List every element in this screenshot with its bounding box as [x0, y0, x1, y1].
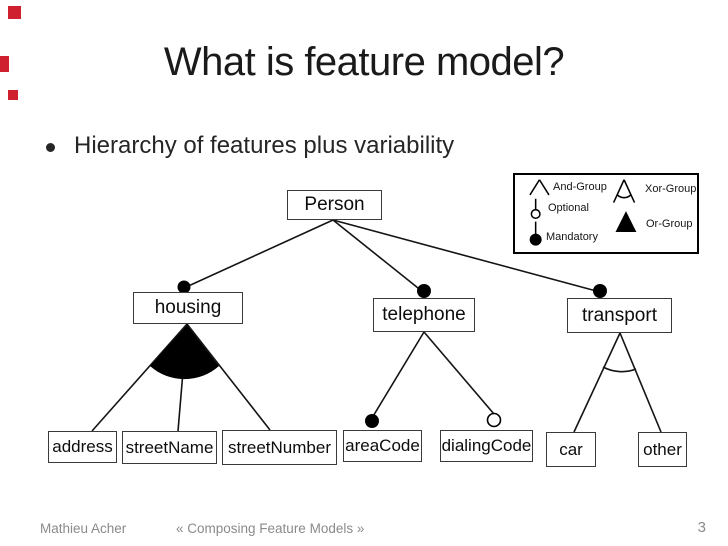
edge-housing-address [91, 323, 188, 432]
edge-transport-car [573, 332, 621, 433]
edge-person-housing [183, 219, 334, 289]
legend-label-or: Or-Group [646, 218, 693, 230]
bullet-icon [46, 143, 55, 152]
footer-deck-title: « Composing Feature Models » [176, 521, 365, 536]
footer-author: Mathieu Acher [40, 521, 127, 536]
legend-glyphs [529, 179, 637, 246]
or-group-fan-housing [150, 325, 219, 380]
mandatory-dot-areacode [365, 414, 379, 428]
feature-node-person: Person [287, 190, 382, 220]
optional-circle-dialingcode [486, 412, 502, 428]
edge-telephone-areacode [371, 331, 425, 419]
mandatory-dot-telephone [417, 284, 431, 298]
feature-node-transport: transport [567, 298, 672, 333]
accent-square [8, 6, 21, 19]
feature-node-address: address [48, 431, 117, 463]
feature-node-dialingcode: dialingCode [440, 430, 533, 462]
legend-box: And-Group Xor-Group Optional Or-Group Ma… [513, 173, 699, 254]
feature-node-streetnumber: streetNumber [222, 430, 337, 465]
legend-label-optional: Optional [548, 202, 589, 214]
legend-label-xor: Xor-Group [645, 183, 697, 195]
legend-label-mandatory: Mandatory [546, 231, 598, 243]
mandatory-dot-housing [177, 280, 191, 294]
accent-square [0, 56, 9, 72]
feature-node-housing: housing [133, 292, 243, 324]
bullet-item: Hierarchy of features plus variability [46, 132, 454, 160]
xor-group-arc-transport [602, 366, 637, 373]
feature-node-other: other [638, 432, 687, 467]
bullet-text: Hierarchy of features plus variability [74, 132, 455, 159]
legend-label-and: And-Group [553, 181, 607, 193]
slide-title: What is feature model? [163, 40, 565, 84]
mandatory-icon [529, 221, 542, 246]
feature-node-areacode: areaCode [343, 430, 422, 462]
edge-transport-other [619, 332, 662, 433]
feature-node-telephone: telephone [373, 298, 475, 332]
edge-person-transport [332, 219, 601, 293]
accent-square [8, 90, 18, 100]
feature-node-streetname: streetName [122, 431, 217, 464]
edge-person-telephone [332, 219, 424, 293]
feature-node-car: car [546, 432, 596, 467]
page-number: 3 [697, 519, 706, 536]
xor-group-icon [612, 179, 636, 203]
edge-housing-streetnumber [186, 323, 271, 431]
and-group-icon [529, 179, 550, 196]
edge-telephone-dialingcode [423, 331, 495, 415]
or-group-icon [615, 211, 637, 233]
mandatory-dot-transport [593, 284, 607, 298]
optional-icon [530, 198, 541, 220]
